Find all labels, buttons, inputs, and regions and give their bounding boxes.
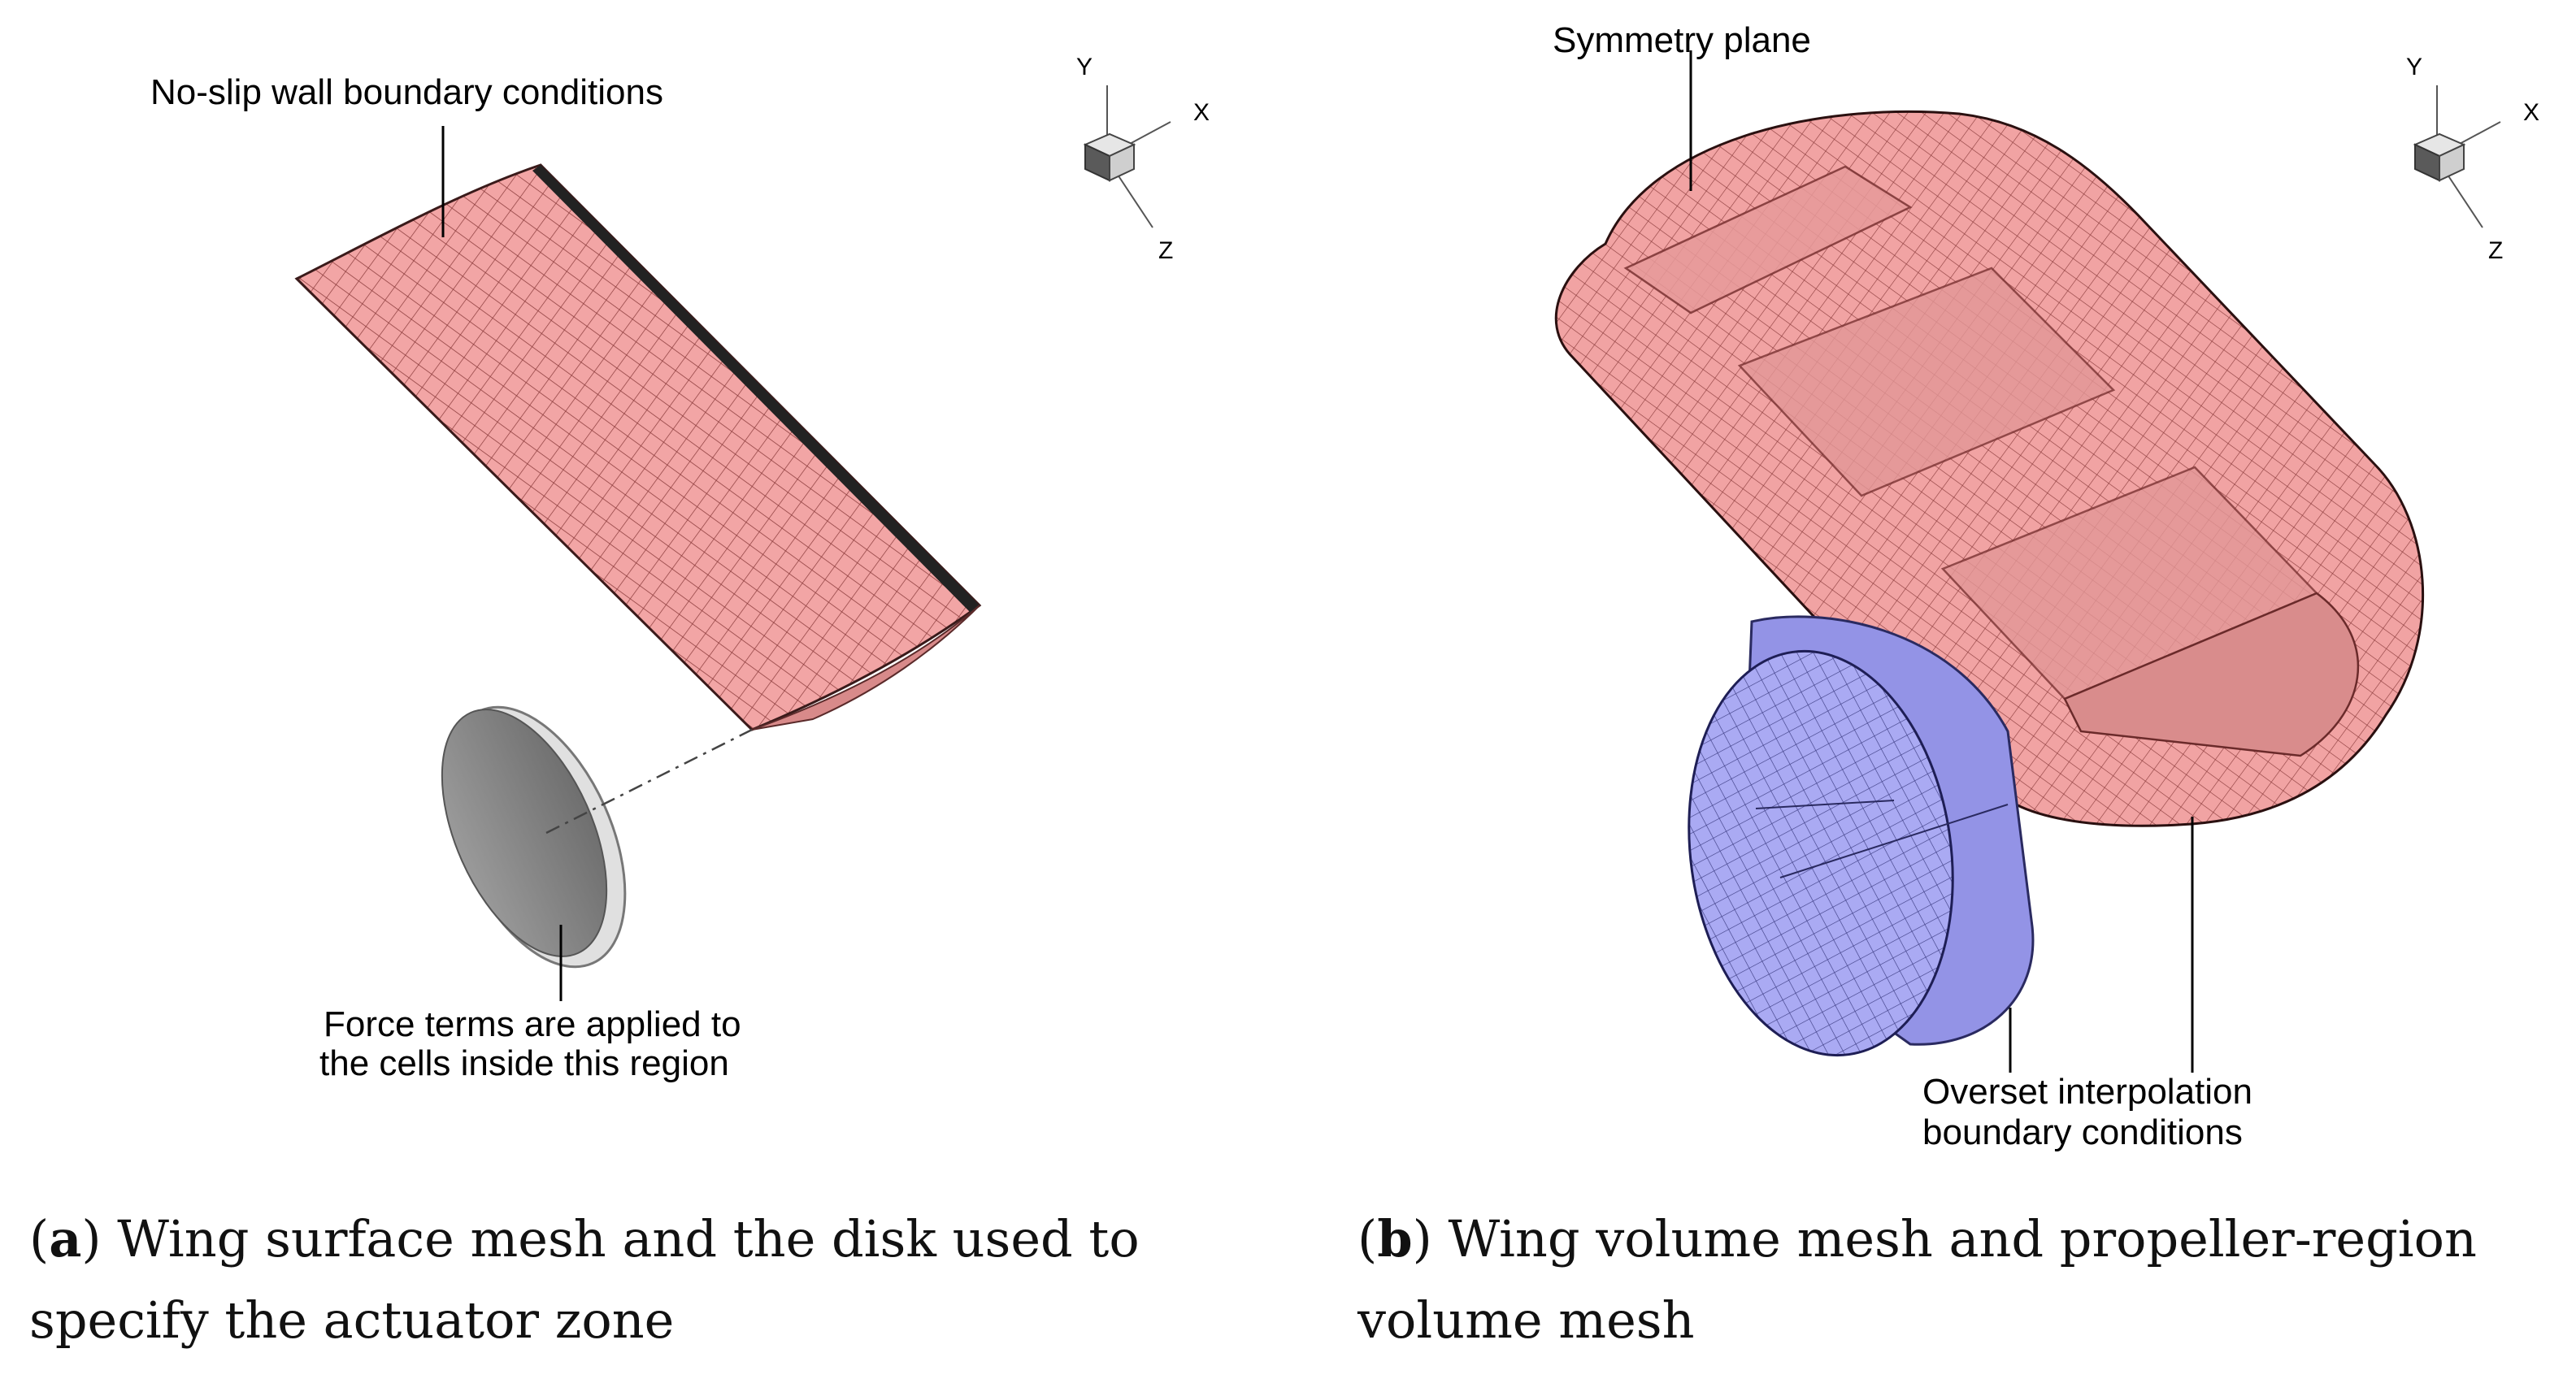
axis-z-label-b: Z <box>2488 237 2503 264</box>
axis-triad-a: Y X Z <box>1076 54 1210 264</box>
caption-b: (b) Wing volume mesh and propeller-regio… <box>1358 1209 2477 1350</box>
panel-b: Symmetry plane Overset interpolation bou… <box>1553 20 2539 1152</box>
caption-a-letter: a <box>49 1209 82 1268</box>
wing-surface-mesh <box>294 163 982 731</box>
panel-a: No-slip wall boundary conditions Force t… <box>150 54 1210 1083</box>
caption-a: (a) Wing surface mesh and the disk used … <box>29 1209 1140 1350</box>
force-region-label-line2: the cells inside this region <box>319 1043 729 1083</box>
axis-y-label-b: Y <box>2406 54 2422 80</box>
overset-bc-label-line2: boundary conditions <box>1922 1112 2243 1152</box>
axis-triad-b: Y X Z <box>2406 54 2539 264</box>
axis-x-label-a: X <box>1193 99 1210 126</box>
wall-bc-label: No-slip wall boundary conditions <box>150 72 663 112</box>
caption-b-letter: b <box>1377 1209 1413 1268</box>
axis-x-label-b: X <box>2523 99 2539 126</box>
force-region-label-line1: Force terms are applied to <box>324 1004 741 1044</box>
axis-z-label-a: Z <box>1158 237 1173 264</box>
symmetry-plane-label: Symmetry plane <box>1553 20 1811 60</box>
caption-a-text: Wing surface mesh and the disk used to s… <box>29 1209 1140 1350</box>
caption-b-text: Wing volume mesh and propeller-region vo… <box>1358 1209 2477 1350</box>
overset-bc-label-line1: Overset interpolation <box>1922 1072 2252 1112</box>
propeller-volume-mesh <box>1688 615 2035 1057</box>
propeller-axis-line <box>545 728 753 835</box>
axis-y-label-a: Y <box>1076 54 1093 80</box>
actuator-disk <box>441 705 627 969</box>
